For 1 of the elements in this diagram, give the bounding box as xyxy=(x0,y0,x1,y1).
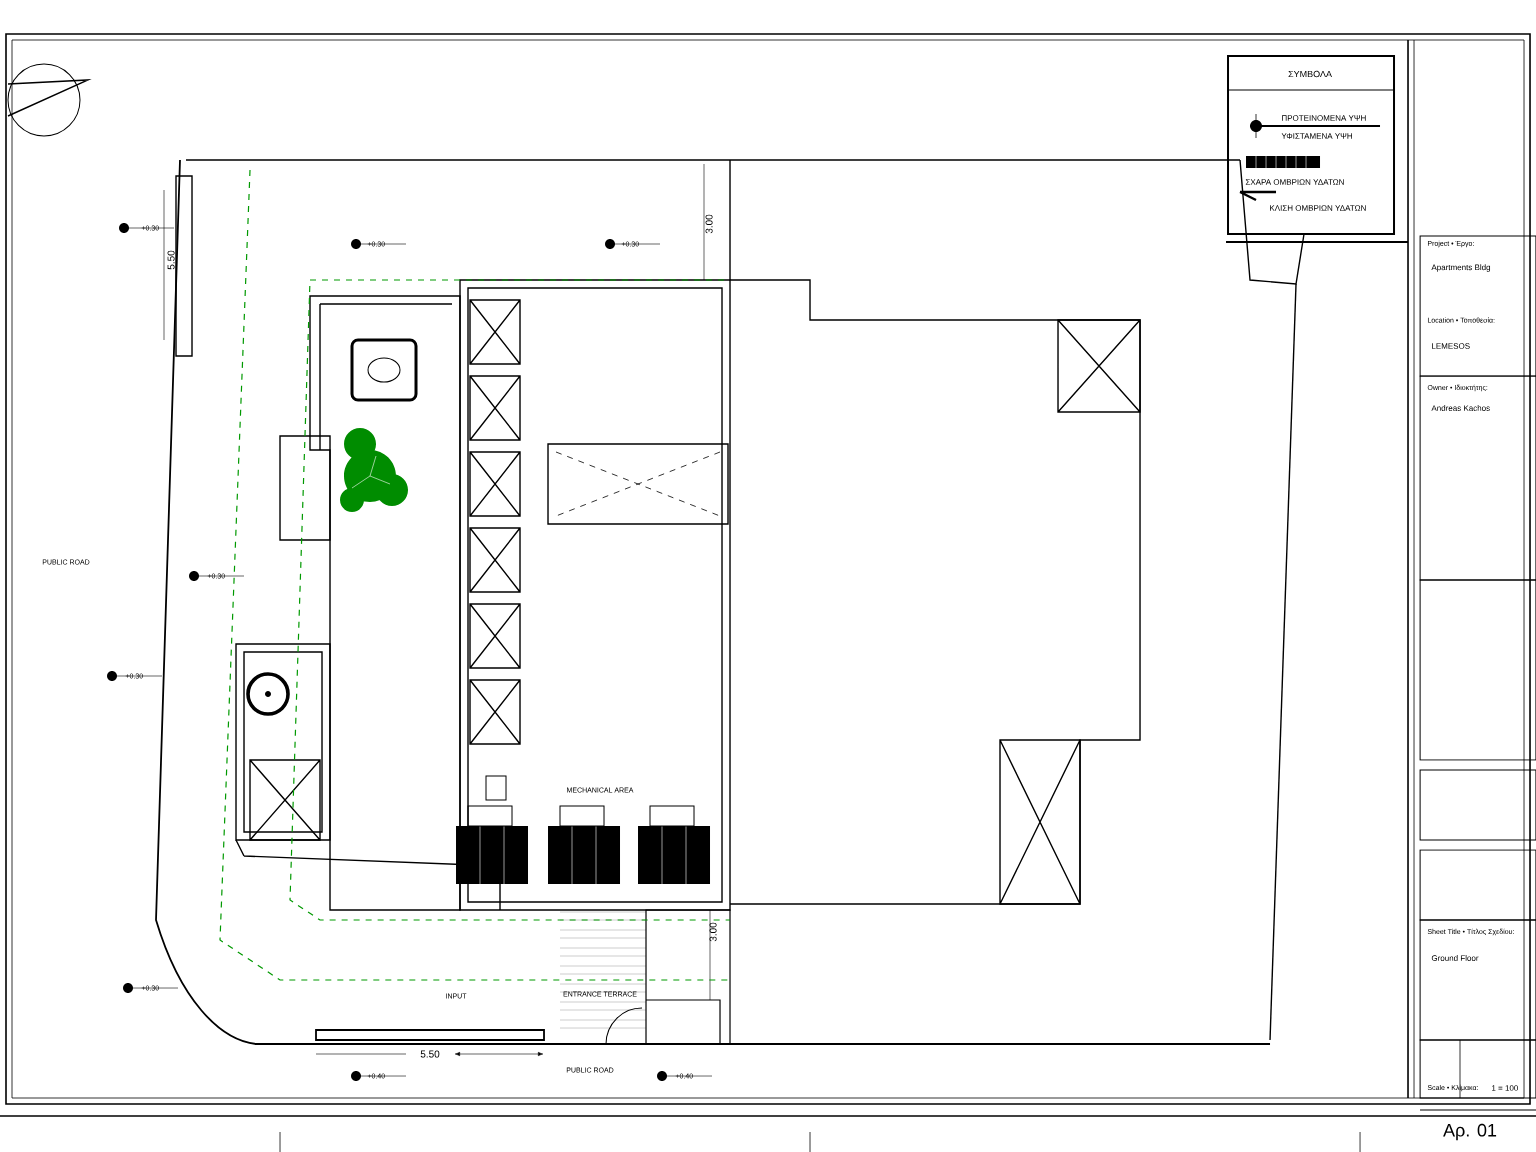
sheet-number: Αρ. 01 xyxy=(1443,1123,1497,1141)
